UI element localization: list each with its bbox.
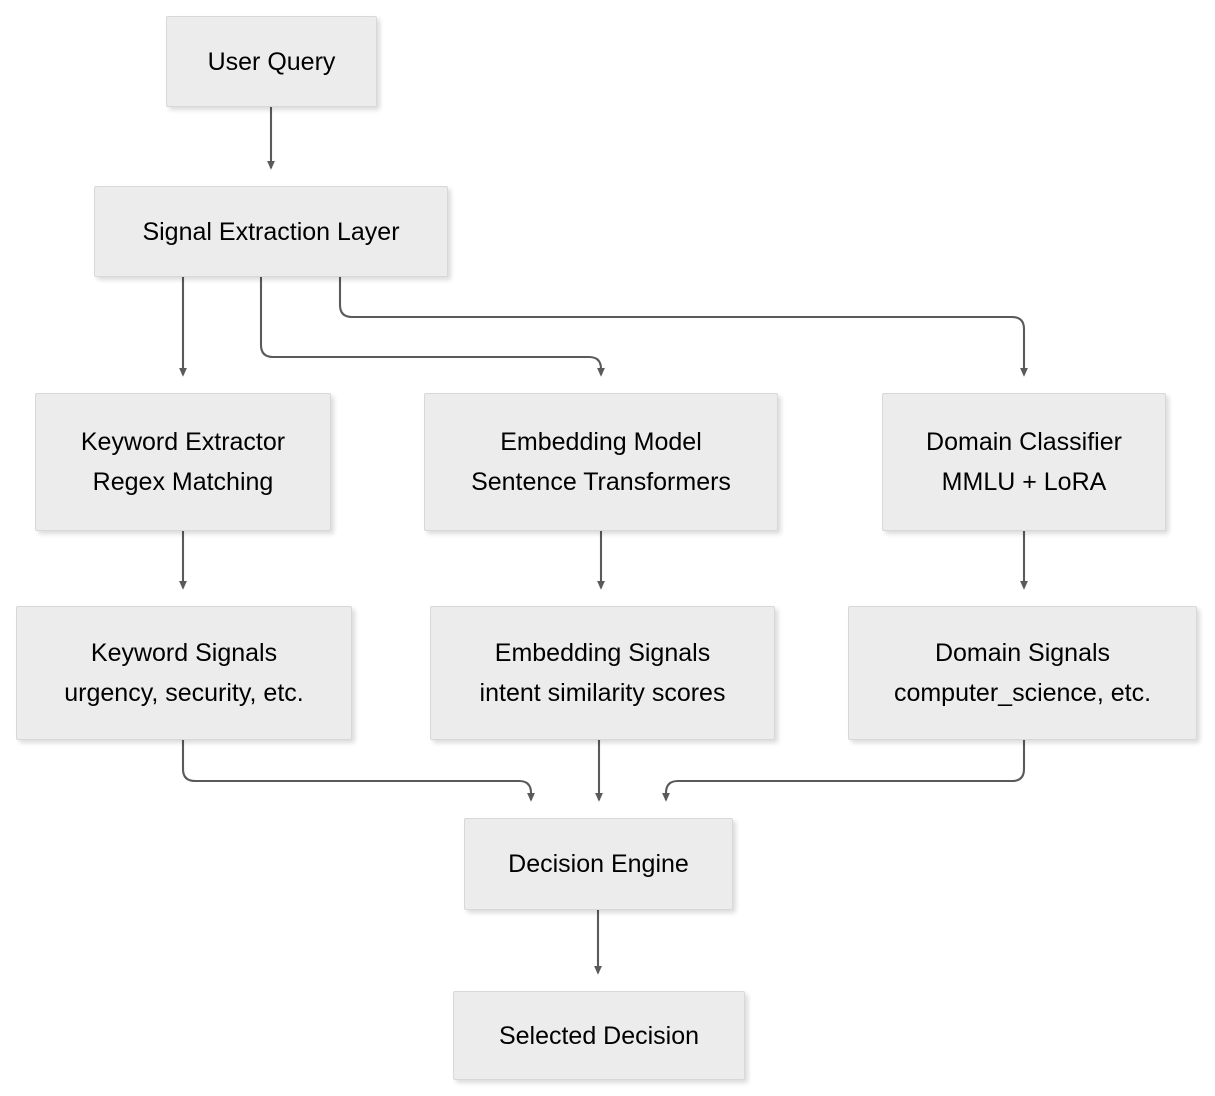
node-label-line1: Keyword Extractor <box>80 428 286 456</box>
node-domain-signals[interactable]: Domain Signals computer_science, etc. <box>848 606 1197 740</box>
node-label-line2: Sentence Transformers <box>471 468 731 496</box>
node-label-line2: MMLU + LoRA <box>941 468 1107 496</box>
node-label-line1: Selected Decision <box>498 1021 700 1050</box>
node-label-line1: Embedding Model <box>500 428 702 456</box>
node-signal-extraction-layer[interactable]: Signal Extraction Layer <box>94 186 448 277</box>
node-label-line1: User Query <box>207 47 336 76</box>
edge-domain-signals-to-decision-engine <box>662 740 1026 802</box>
node-keyword-signals[interactable]: Keyword Signals urgency, security, etc. <box>16 606 352 740</box>
node-embedding-model[interactable]: Embedding Model Sentence Transformers <box>424 393 778 531</box>
edge-signal-extraction-layer-to-embedding-model <box>259 277 605 377</box>
node-label-line1: Domain Classifier <box>926 428 1122 456</box>
node-selected-decision[interactable]: Selected Decision <box>453 991 745 1080</box>
node-embedding-signals[interactable]: Embedding Signals intent similarity scor… <box>430 606 775 740</box>
node-label-line2: computer_science, etc. <box>893 679 1152 707</box>
node-label-line1: Keyword Signals <box>90 639 278 667</box>
node-label-line2: urgency, security, etc. <box>64 679 304 707</box>
node-label-line1: Embedding Signals <box>494 639 711 667</box>
node-domain-classifier[interactable]: Domain Classifier MMLU + LoRA <box>882 393 1166 531</box>
node-label-line1: Decision Engine <box>508 850 689 878</box>
edge-keyword-signals-to-decision-engine <box>181 740 535 802</box>
node-label-line1: Domain Signals <box>934 639 1111 667</box>
node-decision-engine[interactable]: Decision Engine <box>464 818 733 910</box>
node-label-line2: intent similarity scores <box>479 679 726 707</box>
edge-signal-extraction-layer-to-domain-classifier <box>338 277 1028 377</box>
node-label-line1: Signal Extraction Layer <box>142 217 400 246</box>
node-label-line2: Regex Matching <box>92 468 274 496</box>
node-keyword-extractor[interactable]: Keyword Extractor Regex Matching <box>35 393 331 531</box>
node-user-query[interactable]: User Query <box>166 16 377 107</box>
